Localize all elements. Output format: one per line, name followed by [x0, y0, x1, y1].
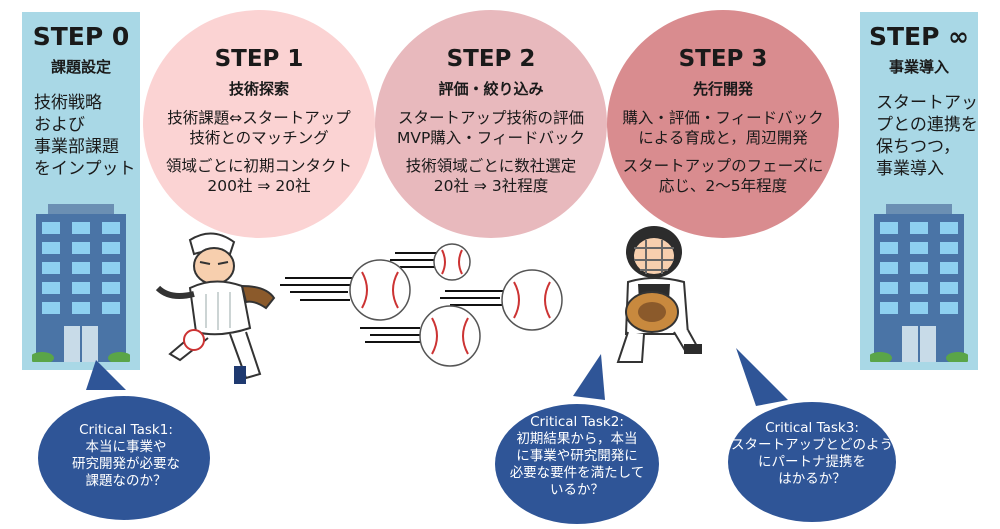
critical-task3-line: はかるか？ [778, 471, 846, 487]
step0-body: 技術戦略 および 事業部課題 をインプット [34, 92, 136, 180]
step-infinity-body: スタートアッ プとの連携を 保ちつつ， 事業導入 [876, 92, 978, 180]
step3-line: による育成と，周辺開発 [638, 129, 808, 147]
step0-line: をインプット [34, 159, 136, 179]
critical-task2-line: に事業や研究開発に [516, 448, 638, 464]
step0-line: および [34, 115, 85, 135]
step1-line: 領域ごとに初期コンタクト [165, 157, 352, 175]
step-infinity-line: スタートアッ [876, 93, 978, 113]
step0-line: 技術戦略 [34, 93, 102, 113]
step1-line: 技術課題⇔スタートアップ [167, 109, 351, 127]
critical-task2-line: 初期結果から，本当 [516, 431, 638, 447]
critical-task1-line: 課題なのか？ [85, 473, 167, 489]
step-infinity-line: プとの連携を [876, 115, 978, 135]
critical-task1-line: 本当に事業や [85, 439, 167, 455]
step2-line: 技術領域ごとに数社選定 [405, 157, 577, 175]
step3-line: スタートアップのフェーズに [622, 157, 824, 175]
step-infinity-title: STEP ∞ [869, 22, 969, 51]
critical-task3-line: にパートナ提携を [758, 454, 866, 470]
critical-task2-bubble: Critical Task2: 初期結果から，本当 に事業や研究開発に 必要な要… [493, 350, 661, 526]
critical-task1-bubble: Critical Task1: 本当に事業や 研究開発が必要な 課題なのか？ [38, 330, 214, 522]
critical-task2-line: Critical Task2: [530, 414, 624, 430]
critical-task1-line: 研究開発が必要な [72, 456, 180, 472]
critical-task3-bubble: Critical Task3: スタートアップとどのよう にパートナ提携を はか… [726, 346, 898, 524]
step-infinity-subtitle: 事業導入 [888, 58, 949, 76]
step3-title: STEP 3 [678, 46, 768, 72]
step-infinity-line: 保ちつつ， [876, 137, 961, 157]
step2-title: STEP 2 [446, 46, 536, 72]
step3-line: 購入・評価・フィードバック [622, 109, 824, 127]
critical-task3-line: Critical Task3: [765, 420, 859, 436]
step0-line: 事業部課題 [34, 137, 119, 157]
step1-ellipse: STEP 1 技術探索 技術課題⇔スタートアップ 技術とのマッチング 領域ごとに… [143, 10, 375, 238]
office-building-icon [32, 204, 130, 362]
critical-task3-line: スタートアップとどのよう [731, 437, 893, 453]
critical-task2-line: いるか？ [550, 482, 604, 498]
step-infinity-panel: STEP ∞ 事業導入 スタートアッ プとの連携を 保ちつつ， 事業導入 [860, 12, 978, 370]
step3-ellipse: STEP 3 先行開発 購入・評価・フィードバック による育成と，周辺開発 スタ… [607, 10, 839, 238]
critical-task1-line: Critical Task1: [79, 422, 173, 438]
step0-panel: STEP 0 課題設定 技術戦略 および 事業部課題 をインプット [22, 12, 140, 370]
flying-baseballs [280, 243, 563, 367]
catcher-illustration [616, 226, 702, 363]
step1-line: 200社 ⇒ 20社 [207, 177, 311, 195]
pitcher-illustration [155, 232, 276, 384]
step2-line: MVP購入・フィードバック [396, 129, 585, 147]
critical-task2-line: 必要な要件を満たして [509, 465, 645, 481]
step2-line: 20社 ⇒ 3社程度 [433, 177, 549, 195]
step3-subtitle: 先行開発 [692, 80, 753, 98]
step3-line: 応じ、2～5年程度 [658, 177, 788, 195]
step-infinity-line: 事業導入 [876, 159, 944, 179]
step2-subtitle: 評価・絞り込み [438, 80, 544, 98]
step0-subtitle: 課題設定 [50, 58, 111, 76]
step2-line: スタートアップ技術の評価 [397, 109, 584, 127]
step1-line: 技術とのマッチング [189, 129, 329, 147]
office-building-icon [870, 204, 968, 362]
step2-ellipse: STEP 2 評価・絞り込み スタートアップ技術の評価 MVP購入・フィードバッ… [375, 10, 607, 238]
step1-subtitle: 技術探索 [228, 80, 289, 98]
step0-title: STEP 0 [32, 22, 130, 51]
step1-title: STEP 1 [214, 46, 304, 72]
